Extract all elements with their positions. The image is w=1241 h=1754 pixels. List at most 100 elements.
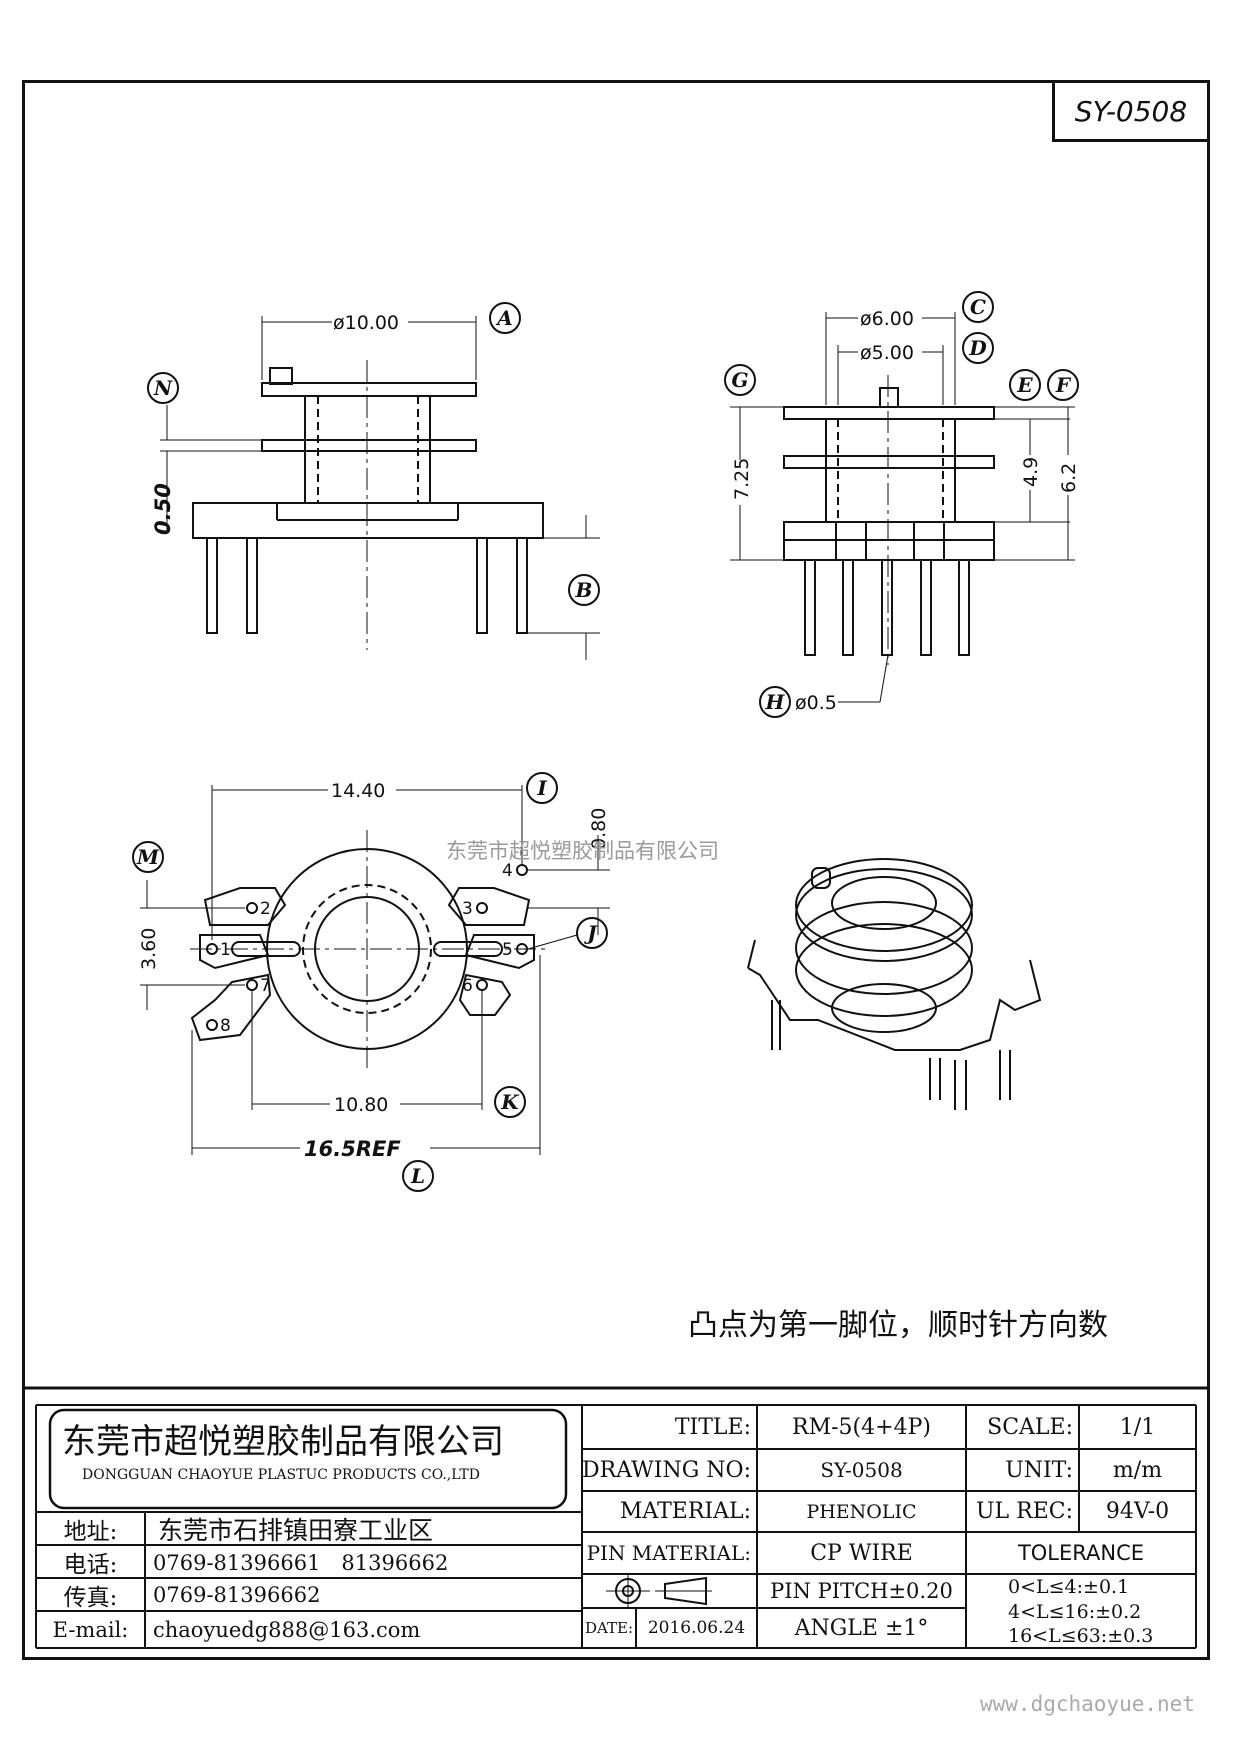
middle-flange — [261, 439, 477, 452]
middle-flange — [783, 455, 995, 469]
fax-label: 传真: — [63, 1584, 118, 1611]
material-label: MATERIAL: — [619, 1499, 751, 1524]
svg-text:A: A — [495, 306, 513, 330]
svg-text:J: J — [583, 921, 598, 945]
dim-height-49: 4.9 — [1020, 457, 1042, 487]
part-number: SY-0508 — [1052, 80, 1210, 142]
drawing-frame — [22, 80, 1210, 1660]
svg-text:L: L — [410, 1164, 425, 1188]
iso-bore — [831, 876, 937, 930]
company-name-en: DONGGUAN CHAOYUE PLASTUC PRODUCTS CO.,LT… — [82, 1467, 480, 1483]
dim-pitch-360: 3.60 — [138, 928, 160, 970]
callout-n: N — [147, 372, 179, 404]
iso-base-body — [747, 959, 1042, 1051]
side-view — [730, 312, 1075, 703]
callout-e: E — [1009, 369, 1041, 401]
iso-top-flange — [795, 858, 973, 952]
pin-hole — [246, 902, 258, 914]
right-lug-lower — [458, 973, 512, 1016]
website-url[interactable]: www.dgchaoyue.net — [980, 1692, 1195, 1716]
callout-m: M — [132, 841, 164, 873]
pin-number-8: 8 — [220, 1016, 231, 1036]
svg-text:F: F — [1055, 373, 1072, 397]
pin-number-6: 6 — [462, 976, 473, 996]
pin-order-note: 凸点为第一脚位，顺时针方向数 — [688, 1308, 1108, 1343]
callout-f: F — [1047, 369, 1079, 401]
front-view — [160, 316, 600, 660]
tolerance-range-1: 0<L≤4:±0.1 — [1008, 1575, 1130, 1598]
pin-hole — [516, 864, 528, 876]
drawing-no-label: DRAWING NO: — [582, 1457, 751, 1483]
callout-j: J — [576, 917, 608, 949]
date-label: DATE: — [584, 1619, 634, 1637]
callout-l: L — [402, 1160, 434, 1192]
svg-text:C: C — [970, 295, 986, 319]
pin — [881, 559, 893, 656]
unit-value: m/m — [1112, 1457, 1163, 1483]
top-flange — [261, 382, 477, 397]
isometric-view — [747, 858, 1042, 1110]
iso-core — [831, 983, 937, 1033]
pin — [804, 559, 816, 656]
pin-number-7: 7 — [260, 976, 271, 996]
pin-hole — [476, 979, 488, 991]
pin — [206, 537, 218, 634]
callout-b: B — [568, 574, 600, 606]
callout-g: G — [724, 364, 756, 396]
pin1-bump — [269, 367, 293, 385]
pin-number-3: 3 — [462, 899, 473, 919]
email-value: chaoyuedg888@163.com — [153, 1617, 421, 1642]
iso-bump — [811, 867, 831, 889]
dim-height-725: 7.25 — [731, 458, 753, 500]
right-lug-middle — [464, 934, 535, 970]
left-lug-middle — [199, 934, 270, 970]
iso-base-ring — [795, 901, 973, 995]
company-name-cn: 东莞市超悦塑胶制品有限公司 — [62, 1421, 504, 1462]
callout-h: H — [759, 686, 791, 718]
pin — [476, 537, 488, 634]
right-slot — [433, 941, 503, 957]
title-block-lines — [22, 1386, 1210, 1649]
pin — [516, 537, 528, 634]
scale-label: SCALE: — [987, 1414, 1073, 1440]
fax-value: 0769-81396662 — [153, 1582, 321, 1607]
email-label: E-mail: — [52, 1617, 129, 1642]
dim-width-165ref: 16.5REF — [304, 1137, 401, 1161]
pin-pitch: PIN PITCH±0.20 — [770, 1579, 953, 1603]
dim-pin-diameter: ø0.5 — [795, 692, 837, 714]
svg-text:N: N — [153, 376, 173, 400]
scale-value: 1/1 — [1119, 1414, 1156, 1440]
title-label: TITLE: — [674, 1414, 751, 1440]
unit-label: UNIT: — [1005, 1457, 1073, 1483]
svg-text:B: B — [575, 578, 593, 602]
pin-hole — [246, 979, 258, 991]
iso-top-flange-edge — [795, 868, 973, 962]
left-lug-lower — [190, 973, 272, 1042]
drawing-no-value: SY-0508 — [820, 1458, 903, 1482]
pin-material-label: PIN MATERIAL: — [586, 1541, 751, 1565]
dim-diameter-5: ø5.00 — [860, 342, 914, 364]
address-value: 东莞市石排镇田寮工业区 — [158, 1515, 434, 1545]
dim-width-1080: 10.80 — [334, 1094, 388, 1116]
pin-number-2: 2 — [260, 899, 271, 919]
svg-text:G: G — [731, 368, 748, 392]
callout-k: K — [494, 1086, 526, 1118]
material-value: PHENOLIC — [806, 1500, 917, 1523]
dim-diameter-10: ø10.00 — [333, 312, 399, 334]
base — [192, 502, 544, 539]
dim-diameter-6: ø6.00 — [860, 308, 914, 330]
title-value: RM-5(4+4P) — [792, 1414, 931, 1440]
tolerance-range-2: 4<L≤16:±0.2 — [1008, 1600, 1142, 1623]
pin-number-1: 1 — [220, 940, 231, 960]
address-label: 地址: — [63, 1518, 118, 1545]
svg-text:E: E — [1016, 373, 1033, 397]
ul-value: 94V-0 — [1105, 1499, 1170, 1524]
pin-number-5: 5 — [502, 940, 513, 960]
watermark: 东莞市超悦塑胶制品有限公司 — [446, 839, 719, 863]
callout-i: I — [526, 772, 558, 804]
pin-hole — [206, 1019, 218, 1031]
top-view — [140, 785, 610, 1155]
pin-hole — [476, 902, 488, 914]
pin — [958, 559, 970, 656]
